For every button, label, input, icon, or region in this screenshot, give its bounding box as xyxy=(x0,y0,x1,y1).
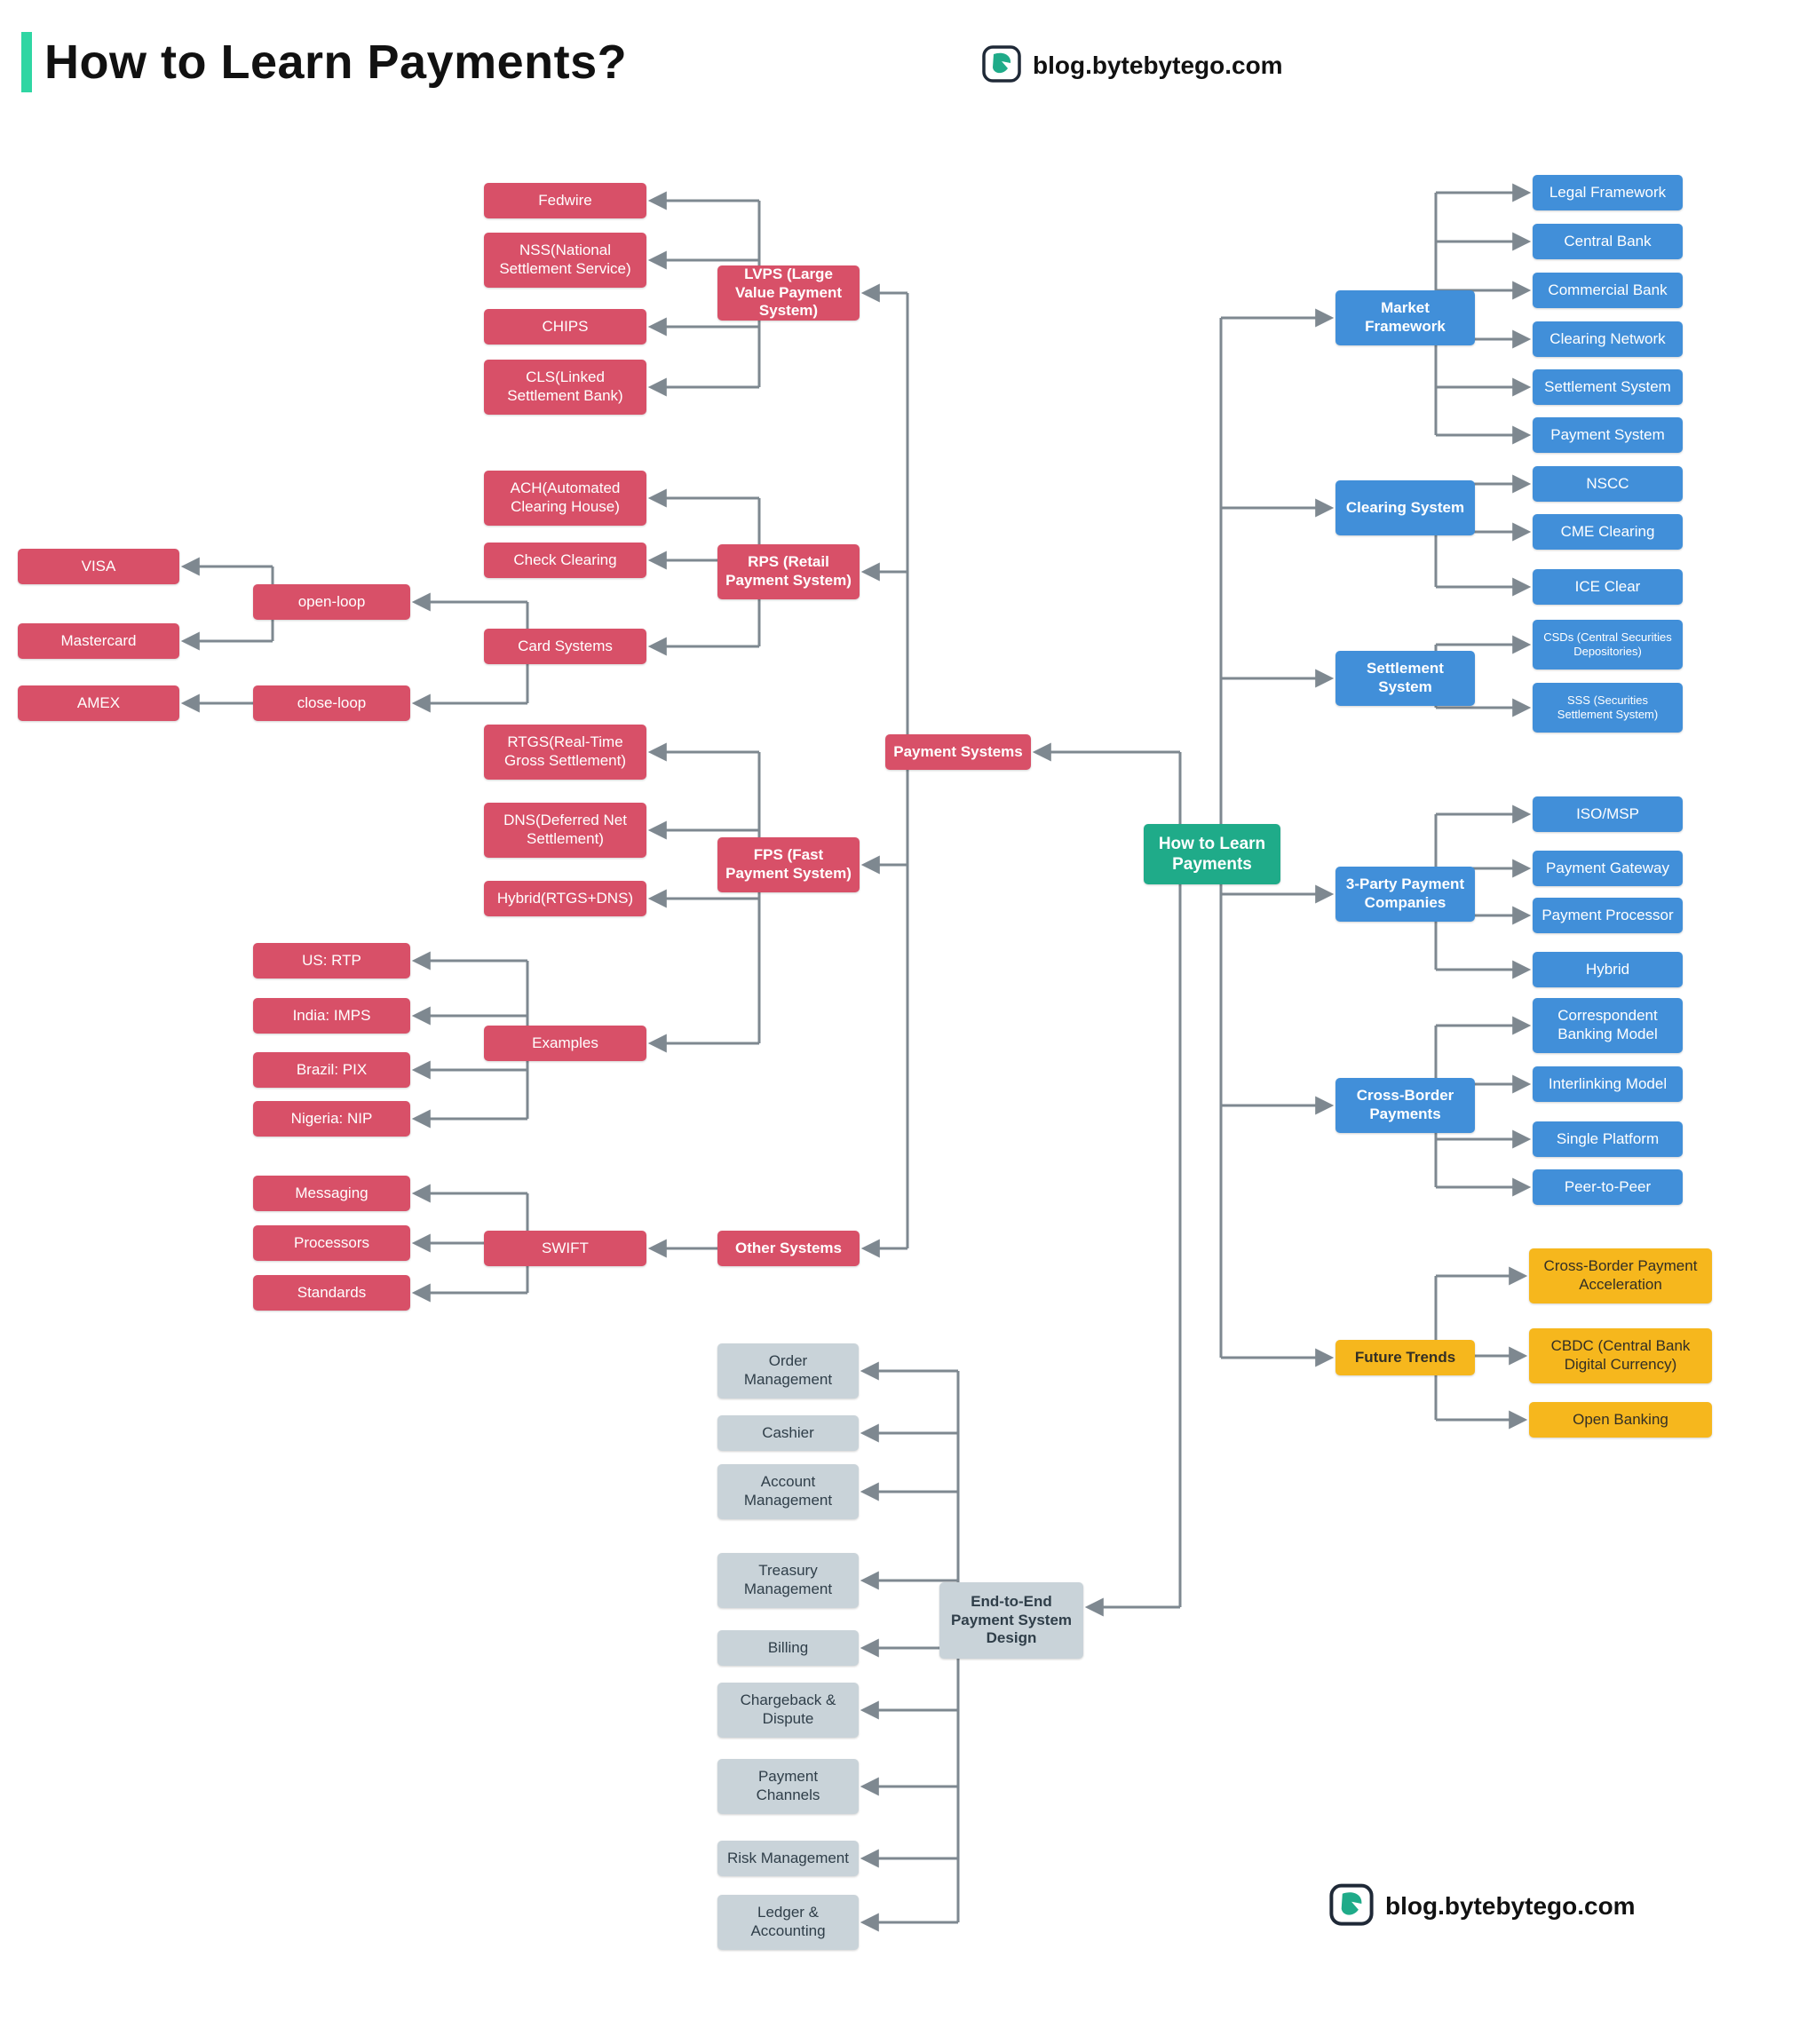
brand-bottom: blog.bytebytego.com xyxy=(1328,1881,1636,1931)
node-cashier: Cashier xyxy=(717,1415,859,1451)
node-nscc: NSCC xyxy=(1533,466,1683,502)
node-billing: Billing xyxy=(717,1630,859,1666)
node-payment-channels: Payment Channels xyxy=(717,1759,859,1814)
node-csds: CSDs (Central Securities Depositories) xyxy=(1533,620,1683,669)
bytebytego-logo-icon xyxy=(981,43,1022,88)
node-india-imps: India: IMPS xyxy=(253,998,410,1034)
node-cls: CLS(Linked Settlement Bank) xyxy=(484,360,646,415)
node-cme-clearing: CME Clearing xyxy=(1533,514,1683,550)
node-payment-gateway: Payment Gateway xyxy=(1533,851,1683,886)
node-clearing-system: Clearing System xyxy=(1335,480,1475,535)
node-card-systems: Card Systems xyxy=(484,629,646,664)
node-nss: NSS(National Settlement Service) xyxy=(484,233,646,288)
node-root: How to Learn Payments xyxy=(1144,824,1280,884)
node-check-clearing: Check Clearing xyxy=(484,543,646,578)
brand-top: blog.bytebytego.com xyxy=(981,43,1283,88)
title-accent-bar xyxy=(21,32,32,92)
page-title: How to Learn Payments? xyxy=(44,36,628,89)
node-rtgs: RTGS(Real-Time Gross Settlement) xyxy=(484,725,646,780)
node-brazil-pix: Brazil: PIX xyxy=(253,1052,410,1088)
node-ach: ACH(Automated Clearing House) xyxy=(484,471,646,526)
node-order-management: Order Management xyxy=(717,1343,859,1398)
node-sss: SSS (Securities Settlement System) xyxy=(1533,683,1683,733)
node-correspondent-banking: Correspondent Banking Model xyxy=(1533,998,1683,1053)
node-swift: SWIFT xyxy=(484,1231,646,1266)
node-cross-border: Cross-Border Payments xyxy=(1335,1078,1475,1133)
node-cbdc: CBDC (Central Bank Digital Currency) xyxy=(1529,1328,1712,1383)
node-e2e-design: End-to-End Payment System Design xyxy=(939,1582,1083,1659)
node-processors: Processors xyxy=(253,1225,410,1261)
node-mastercard: Mastercard xyxy=(18,623,179,659)
node-chargeback-dispute: Chargeback & Dispute xyxy=(717,1683,859,1738)
node-standards: Standards xyxy=(253,1275,410,1311)
node-market-framework: Market Framework xyxy=(1335,290,1475,345)
node-ice-clear: ICE Clear xyxy=(1533,569,1683,605)
node-account-management: Account Management xyxy=(717,1464,859,1519)
node-risk-management: Risk Management xyxy=(717,1841,859,1876)
node-interlinking-model: Interlinking Model xyxy=(1533,1066,1683,1102)
node-settlement-system: Settlement System xyxy=(1335,651,1475,706)
node-cross-border-acceleration: Cross-Border Payment Acceleration xyxy=(1529,1248,1712,1303)
node-chips: CHIPS xyxy=(484,309,646,345)
node-clearing-network: Clearing Network xyxy=(1533,321,1683,357)
page-header: How to Learn Payments? xyxy=(21,32,627,92)
node-open-banking: Open Banking xyxy=(1529,1402,1712,1438)
node-amex: AMEX xyxy=(18,685,179,721)
node-hybrid-rtgs-dns: Hybrid(RTGS+DNS) xyxy=(484,881,646,916)
node-commercial-bank: Commercial Bank xyxy=(1533,273,1683,308)
node-other-systems: Other Systems xyxy=(717,1231,860,1266)
node-us-rtp: US: RTP xyxy=(253,943,410,978)
node-legal-framework: Legal Framework xyxy=(1533,175,1683,210)
node-visa: VISA xyxy=(18,549,179,584)
node-ledger-accounting: Ledger & Accounting xyxy=(717,1895,859,1950)
node-payment-system-item: Payment System xyxy=(1533,417,1683,453)
node-three-party: 3-Party Payment Companies xyxy=(1335,867,1475,922)
node-messaging: Messaging xyxy=(253,1176,410,1211)
node-rps: RPS (Retail Payment System) xyxy=(717,544,860,599)
node-payment-processor: Payment Processor xyxy=(1533,898,1683,933)
brand-text: blog.bytebytego.com xyxy=(1385,1891,1636,1920)
node-lvps: LVPS (Large Value Payment System) xyxy=(717,265,860,321)
node-settlement-system-item: Settlement System xyxy=(1533,369,1683,405)
node-payment-systems: Payment Systems xyxy=(885,734,1031,770)
bytebytego-logo-icon xyxy=(1328,1881,1375,1931)
node-central-bank: Central Bank xyxy=(1533,224,1683,259)
node-close-loop: close-loop xyxy=(253,685,410,721)
node-fps: FPS (Fast Payment System) xyxy=(717,837,860,892)
node-open-loop: open-loop xyxy=(253,584,410,620)
node-nigeria-nip: Nigeria: NIP xyxy=(253,1101,410,1137)
node-iso-msp: ISO/MSP xyxy=(1533,796,1683,832)
node-dns: DNS(Deferred Net Settlement) xyxy=(484,803,646,858)
node-hybrid: Hybrid xyxy=(1533,952,1683,987)
node-future-trends: Future Trends xyxy=(1335,1340,1475,1375)
node-examples: Examples xyxy=(484,1026,646,1061)
node-fedwire: Fedwire xyxy=(484,183,646,218)
node-peer-to-peer: Peer-to-Peer xyxy=(1533,1169,1683,1205)
brand-text: blog.bytebytego.com xyxy=(1033,51,1283,79)
node-single-platform: Single Platform xyxy=(1533,1121,1683,1157)
node-treasury-management: Treasury Management xyxy=(717,1553,859,1608)
